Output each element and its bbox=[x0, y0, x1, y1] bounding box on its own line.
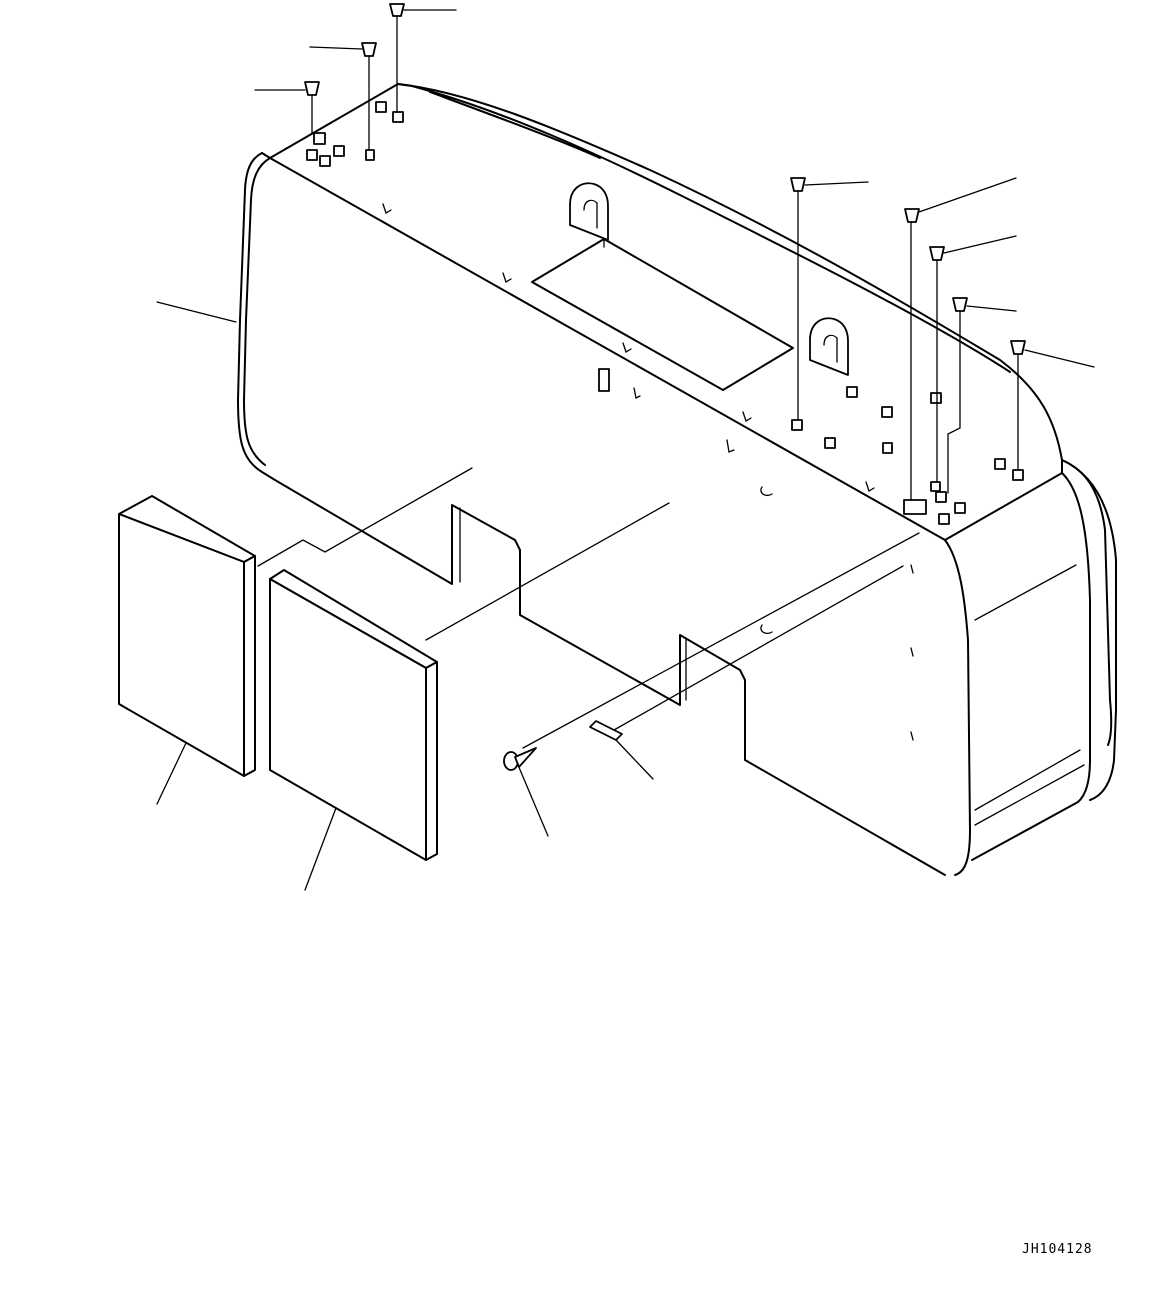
clip-fastener bbox=[589, 720, 654, 780]
access-panel bbox=[531, 238, 794, 391]
top-fittings bbox=[306, 101, 1024, 525]
plug-3 bbox=[254, 81, 320, 135]
housing-brackets bbox=[382, 203, 914, 741]
housing-body bbox=[237, 83, 1117, 876]
alignment-lines bbox=[257, 467, 920, 749]
housing-leader bbox=[156, 301, 237, 323]
drawing-id: JH104128 bbox=[1022, 1242, 1093, 1257]
plug-6 bbox=[929, 235, 1017, 483]
lifting-eye-1 bbox=[569, 182, 609, 241]
plug-5 bbox=[904, 177, 1017, 501]
insulation-pad-2 bbox=[269, 569, 438, 891]
screw-fastener bbox=[503, 747, 549, 837]
plug-8 bbox=[1010, 340, 1095, 471]
plug-1 bbox=[389, 3, 457, 113]
plug-7 bbox=[947, 297, 1017, 494]
plug-4 bbox=[790, 177, 869, 421]
insulation-pad-1 bbox=[118, 495, 256, 805]
lifting-eye-2 bbox=[809, 317, 849, 376]
plug-2 bbox=[309, 42, 377, 151]
